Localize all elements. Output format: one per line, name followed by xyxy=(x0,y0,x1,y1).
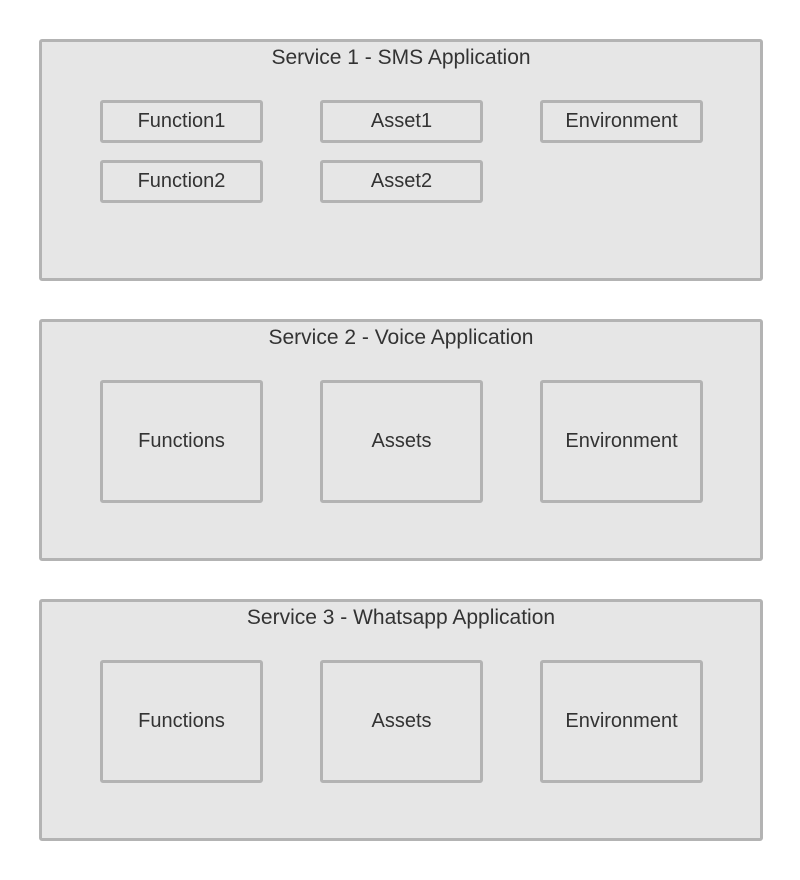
service-voice-application: Service 2 - Voice Application Functions … xyxy=(39,319,763,561)
assets-box: Assets xyxy=(320,380,483,503)
asset2-box: Asset2 xyxy=(320,160,483,203)
environment-box: Environment xyxy=(540,380,703,503)
function1-box: Function1 xyxy=(100,100,263,143)
asset1-box: Asset1 xyxy=(320,100,483,143)
environment-box: Environment xyxy=(540,660,703,783)
service-title: Service 2 - Voice Application xyxy=(268,326,534,349)
assets-box: Assets xyxy=(320,660,483,783)
service-whatsapp-application: Service 3 - Whatsapp Application Functio… xyxy=(39,599,763,841)
service-title: Service 3 - Whatsapp Application xyxy=(246,606,556,629)
functions-box: Functions xyxy=(100,380,263,503)
functions-box: Functions xyxy=(100,660,263,783)
service-title: Service 1 - SMS Application xyxy=(271,46,531,69)
environment-box: Environment xyxy=(540,100,703,143)
service-sms-application: Service 1 - SMS Application Function1 As… xyxy=(39,39,763,281)
function2-box: Function2 xyxy=(100,160,263,203)
